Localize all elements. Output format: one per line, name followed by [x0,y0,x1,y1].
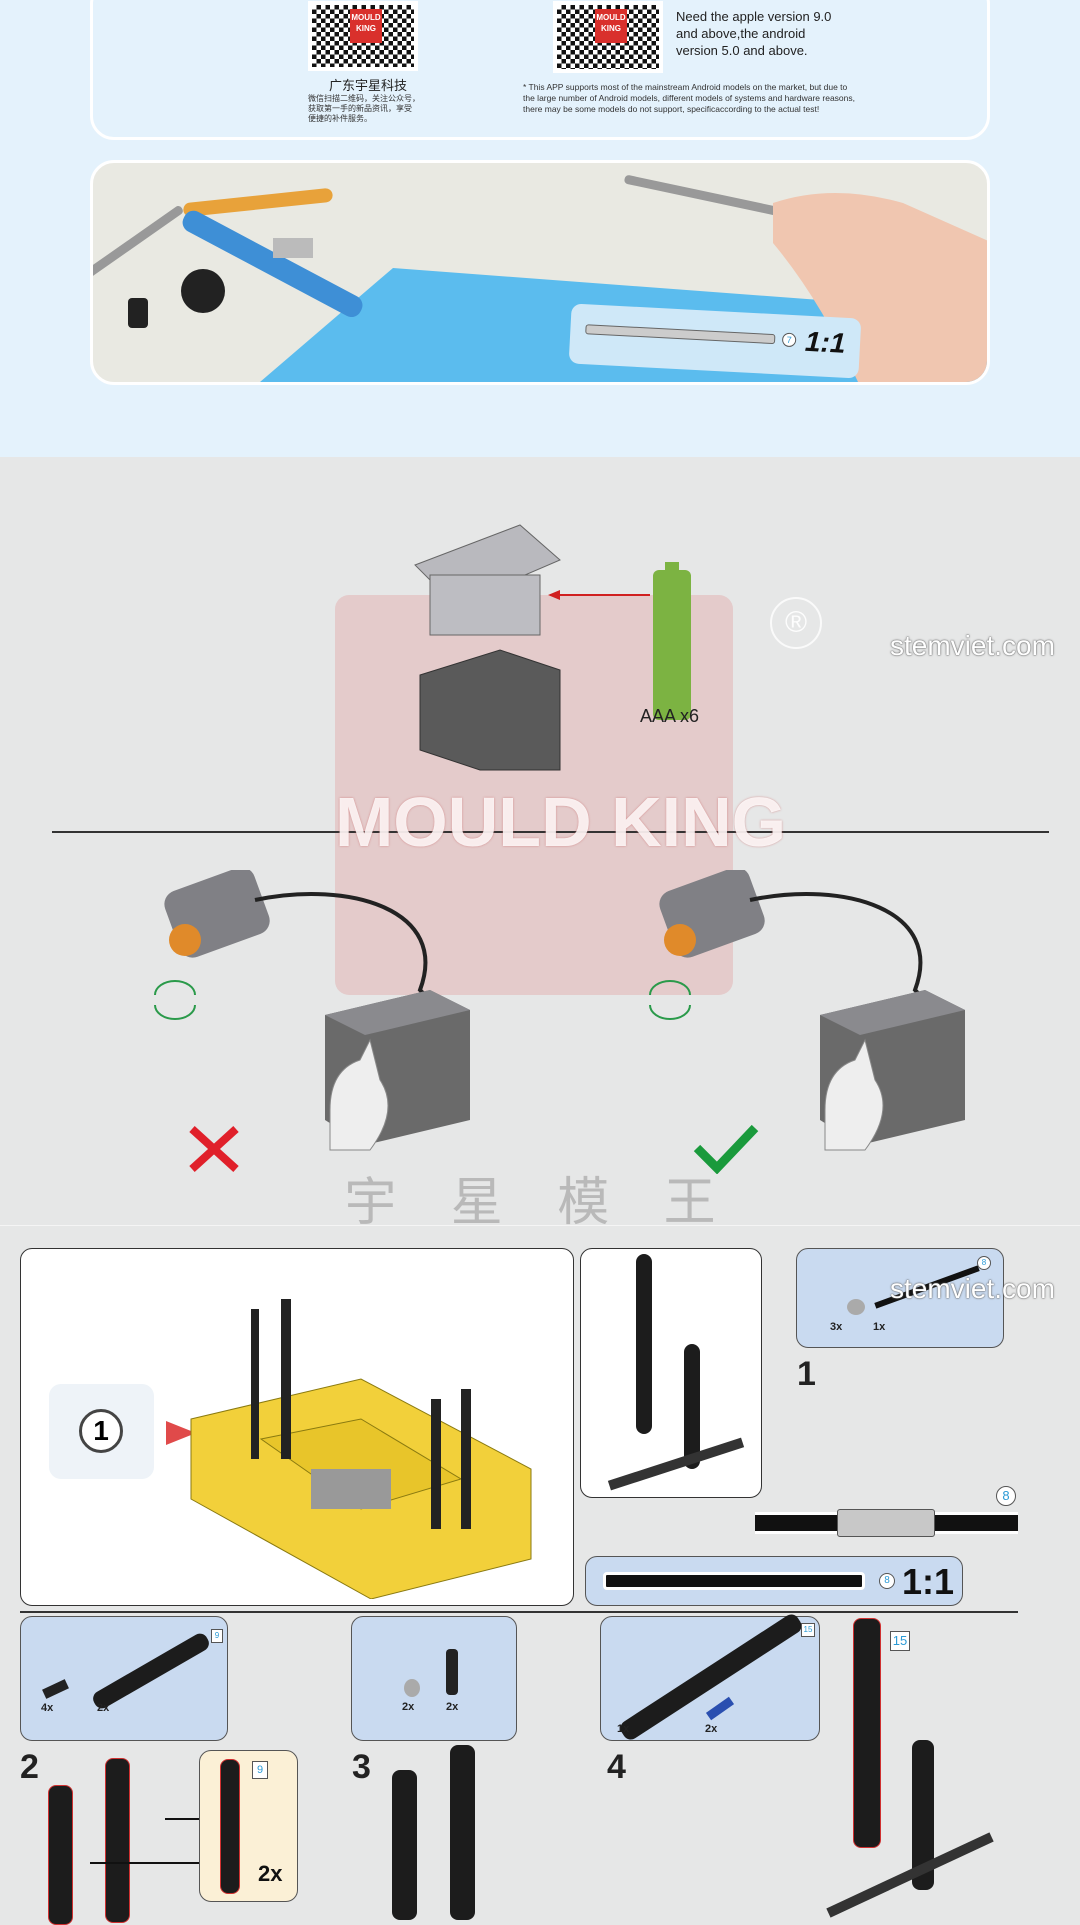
connector-part [446,1649,458,1695]
step3-parts-box: 2x 2x [351,1616,517,1741]
correct-check-icon [693,1124,759,1174]
registered-mark: ® [770,597,822,649]
beam-part [636,1254,652,1434]
wrong-connection-illustration [154,870,470,1151]
pin-part [42,1679,69,1699]
axle-ruler [585,324,776,345]
section-divider [52,831,1049,833]
battery-box-illustration [414,524,691,771]
company-desc: 获取第一手的新品资讯，享受 [308,104,412,113]
beam-part [684,1344,700,1469]
callout-qty: 2x [258,1861,283,1886]
disclaimer-line: the large number of Android models, diff… [523,93,855,103]
right-connection-illustration [649,870,965,1151]
axle-ruler [603,1572,865,1590]
site-watermark: stemviet.com [890,630,1055,661]
length-badge: 15 [890,1631,910,1651]
axle-with-bushes [755,1509,1018,1537]
step2-callout: 9 2x [199,1750,298,1902]
app-requirement-line: and above,the android [676,26,806,41]
part-qty: 2x [97,1702,110,1714]
parts-bag: 1 [49,1384,154,1479]
step-number: 1 [797,1355,816,1393]
step-number: 3 [352,1748,371,1786]
site-watermark: stemviet.com [890,1273,1055,1304]
battery-label: AAA x6 [640,706,700,726]
axle-part [826,1832,994,1918]
beam-part [90,1630,212,1712]
beam-part [912,1740,934,1890]
part-qty: 1x [873,1321,886,1333]
length-badge: 7 [781,332,797,348]
part-qty: 3x [830,1321,843,1333]
arrow-left-icon [90,1862,200,1864]
section-divider [20,1611,1018,1613]
arrow-left-icon [165,1818,200,1820]
beam-part [105,1758,130,1923]
company-desc: 便捷的补件服务。 [308,114,372,123]
axle-part [607,1437,745,1491]
disclaimer-line: there may be some models do not support,… [523,104,820,114]
scale-label: 1:1 [804,325,847,359]
bag-number: 1 [79,1409,123,1453]
bush-part [837,1509,935,1537]
parts-preview-card: 7 1:1 [90,160,990,385]
length-badge: 9 [252,1761,268,1779]
part-qty: 1x [617,1723,630,1735]
step-number: 2 [20,1748,39,1786]
beam-part [450,1745,475,1920]
beam-part [392,1770,417,1920]
scale-label: 1:1 [902,1561,955,1602]
beam-part [853,1618,881,1848]
model-illustration [190,1299,532,1599]
step1-result-panel [580,1248,762,1498]
length-badge: 15 [801,1623,815,1637]
company-name: 广东宇星科技 [328,78,407,93]
part-qty: 2x [446,1701,459,1713]
beam-part [48,1785,73,1925]
part-qty: 4x [41,1702,54,1714]
ruler-box: 8 1:1 [585,1556,963,1606]
step-number: 4 [607,1748,626,1786]
section-divider [0,1225,1080,1226]
model-overview-panel: 1 [20,1248,574,1606]
part-qty: 2x [402,1701,415,1713]
wrong-x-icon [189,1126,239,1172]
step4-parts-box: 1x 2x 15 [600,1611,820,1743]
app-requirement-line: version 5.0 and above. [676,43,808,58]
bush-part [847,1299,865,1315]
step2-parts-box: 4x 2x 9 [20,1616,228,1741]
app-requirement-line: Need the apple version 9.0 [676,9,832,24]
part-qty: 2x [705,1723,718,1735]
bush-part [404,1679,420,1697]
length-badge: 8 [996,1486,1016,1506]
length-badge: 8 [977,1256,991,1270]
length-badge: 8 [879,1573,895,1589]
pin-part [705,1696,735,1721]
brand-watermark-text: MOULD KING [335,783,787,861]
length-badge: 9 [211,1629,223,1643]
company-desc: 微信扫描二维码，关注公众号， [308,94,420,103]
disclaimer-line: * This APP supports most of the mainstre… [523,82,848,92]
beam-part [220,1759,240,1894]
brand-cn-watermark: 宇 星 模 王 [344,1174,736,1232]
step1-parts-box: 3x 1x 8 [796,1248,1004,1348]
